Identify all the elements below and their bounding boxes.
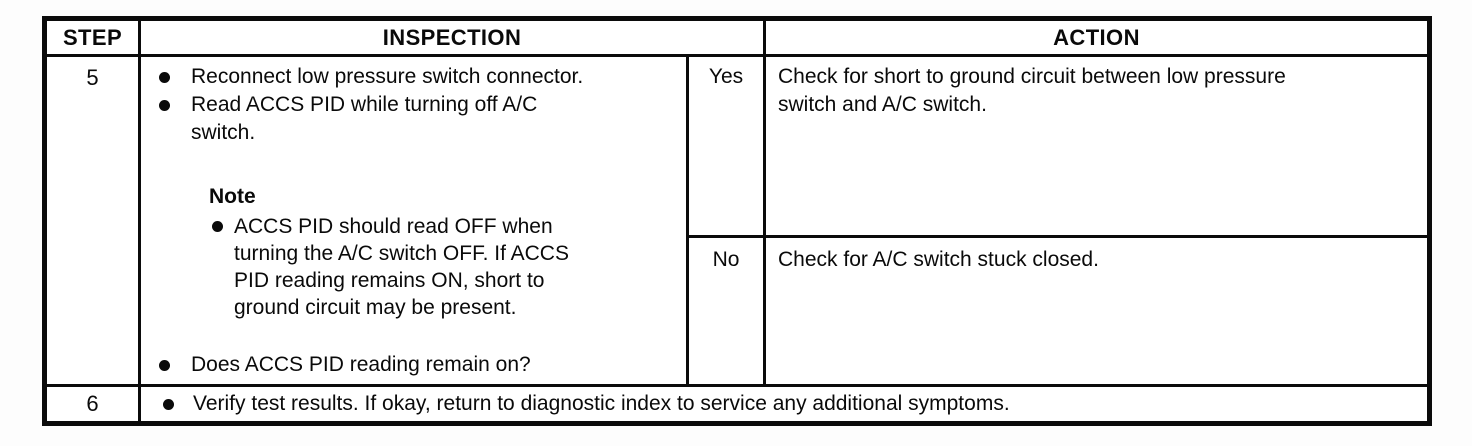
step6-text-cell: Verify test results. If okay, return to … bbox=[141, 387, 1427, 421]
bullet-icon bbox=[163, 398, 174, 410]
list-item: Read ACCS PID while turning off A/C swit… bbox=[159, 91, 678, 147]
yes-label-cell: Yes bbox=[689, 57, 766, 235]
column-header-action: ACTION bbox=[1053, 24, 1140, 50]
inspection-line: Reconnect low pressure switch connector. bbox=[191, 65, 584, 88]
table-row-step6: 6 Verify test results. If okay, return t… bbox=[47, 387, 1427, 421]
bullet-icon bbox=[159, 360, 170, 371]
bullet-icon bbox=[159, 72, 170, 83]
inspection-line: switch. bbox=[191, 121, 256, 144]
note-heading: Note bbox=[209, 185, 256, 208]
step6-text: Verify test results. If okay, return to … bbox=[193, 392, 1010, 415]
note-line: ACCS PID should read OFF when bbox=[234, 215, 553, 238]
no-label-cell: No bbox=[689, 238, 766, 384]
diagnostic-procedure-table: STEP INSPECTION ACTION 5 Reconnect low p… bbox=[42, 16, 1432, 426]
action-line: Check for A/C switch stuck closed. bbox=[778, 248, 1099, 271]
note-line: PID reading remains ON, short to bbox=[234, 269, 545, 292]
no-branch-row: No Check for A/C switch stuck closed. bbox=[689, 238, 1427, 384]
bullet-icon bbox=[159, 100, 170, 111]
question-line: Does ACCS PID reading remain on? bbox=[191, 353, 531, 376]
step5-number: 5 bbox=[47, 57, 141, 384]
column-header-inspection: INSPECTION bbox=[141, 21, 766, 54]
no-action-cell: Check for A/C switch stuck closed. bbox=[766, 238, 1427, 384]
note-line: turning the A/C switch OFF. If ACCS bbox=[234, 242, 569, 265]
bullet-icon bbox=[212, 221, 223, 232]
column-header-step: STEP bbox=[47, 21, 141, 54]
yes-branch-row: Yes Check for short to ground circuit be… bbox=[689, 57, 1427, 238]
step5-branches: Yes Check for short to ground circuit be… bbox=[689, 57, 1427, 384]
inspection-line: Read ACCS PID while turning off A/C bbox=[191, 93, 538, 116]
step5-inspection-cell: Reconnect low pressure switch connector.… bbox=[141, 57, 689, 384]
action-line: Check for short to ground circuit betwee… bbox=[778, 65, 1286, 88]
note-line: ground circuit may be present. bbox=[234, 296, 517, 319]
action-line: switch and A/C switch. bbox=[778, 93, 987, 116]
list-item: Reconnect low pressure switch connector. bbox=[159, 63, 678, 91]
yes-action-cell: Check for short to ground circuit betwee… bbox=[766, 57, 1427, 235]
table-row-step5: 5 Reconnect low pressure switch connecto… bbox=[47, 57, 1427, 387]
step6-number: 6 bbox=[47, 387, 141, 421]
note-list-item: ACCS PID should read OFF when turning th… bbox=[212, 213, 678, 321]
table-header-row: STEP INSPECTION ACTION bbox=[47, 21, 1427, 57]
question-list-item: Does ACCS PID reading remain on? bbox=[159, 351, 678, 379]
